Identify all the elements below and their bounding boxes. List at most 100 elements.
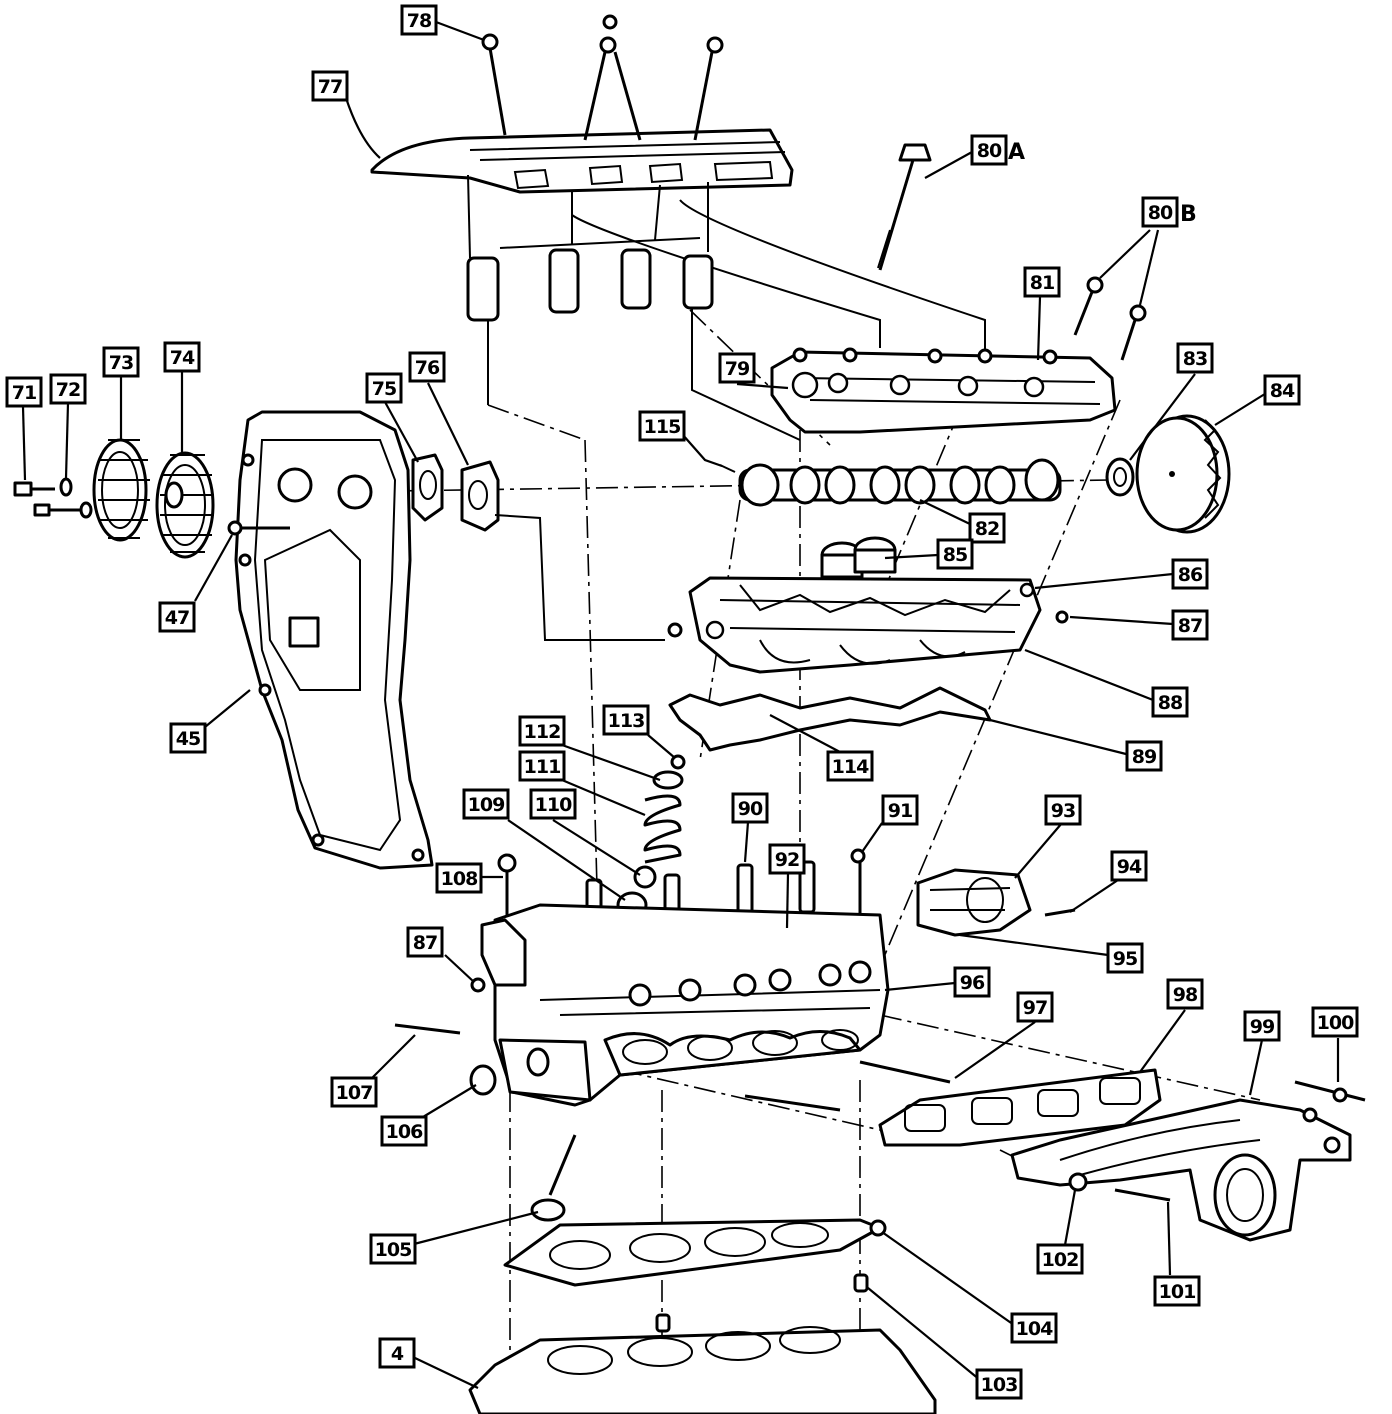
- svg-text:80: 80: [977, 140, 1002, 162]
- callout-83: 83: [1176, 342, 1214, 374]
- sprocket-bolt-and-washer: [13, 477, 93, 519]
- svg-text:92: 92: [775, 849, 799, 871]
- camshaft-seal-and-pulley: [1105, 414, 1231, 534]
- timing-belt-cover: [234, 410, 434, 870]
- callout-81: 81: [1023, 266, 1061, 298]
- svg-text:104: 104: [1016, 1318, 1053, 1340]
- dowel-pins: [655, 1273, 869, 1333]
- svg-text:99: 99: [1250, 1016, 1274, 1038]
- head-bolts: [497, 848, 866, 975]
- svg-text:98: 98: [1173, 984, 1198, 1006]
- callout-84: 84: [1263, 374, 1301, 406]
- callout-113: 113: [602, 704, 650, 736]
- svg-text:75: 75: [372, 378, 396, 400]
- svg-text:73: 73: [109, 352, 133, 374]
- callout-86: 86: [1171, 558, 1209, 590]
- callout-101: 101: [1153, 1275, 1201, 1307]
- manifold-studs: [394, 1023, 951, 1112]
- cover-bolt-47: [227, 520, 290, 536]
- svg-text:72: 72: [56, 379, 80, 401]
- cup-plug: [469, 1064, 497, 1096]
- callout-91: 91: [881, 794, 919, 826]
- callout-93: 93: [1044, 794, 1082, 826]
- callout-109: 109: [462, 788, 510, 820]
- svg-text:110: 110: [535, 794, 572, 816]
- callout-103: 103: [975, 1368, 1023, 1400]
- svg-text:100: 100: [1317, 1012, 1354, 1034]
- callout-96: 96: [953, 966, 991, 998]
- svg-text:108: 108: [441, 868, 478, 890]
- exhaust-manifold-gasket: [878, 1068, 1162, 1147]
- svg-text:79: 79: [725, 358, 749, 380]
- callout-85: 85: [936, 538, 974, 570]
- bolts-80b: [1073, 276, 1147, 361]
- svg-text:B: B: [1180, 202, 1197, 227]
- svg-text:93: 93: [1051, 800, 1075, 822]
- callout-76: 76: [408, 351, 446, 383]
- svg-text:87: 87: [1178, 615, 1202, 637]
- callout-45: 45: [169, 722, 207, 754]
- svg-text:96: 96: [960, 972, 985, 994]
- callout-110: 110: [529, 788, 577, 820]
- spark-plug-boots: [466, 248, 801, 441]
- cover-bolts: [481, 14, 724, 141]
- svg-text:81: 81: [1030, 272, 1054, 294]
- svg-text:113: 113: [608, 710, 645, 732]
- thermostat-housing: [916, 868, 1076, 937]
- callout-104: 104: [1010, 1312, 1058, 1344]
- svg-text:103: 103: [981, 1374, 1018, 1396]
- svg-text:101: 101: [1159, 1281, 1196, 1303]
- svg-text:97: 97: [1023, 997, 1047, 1019]
- camshaft-sprockets: [92, 438, 215, 559]
- svg-text:45: 45: [176, 728, 200, 750]
- head-gasket: [503, 1218, 887, 1287]
- callout-87: 87: [1171, 609, 1209, 641]
- callout-105: 105: [369, 1233, 417, 1265]
- long-bolt-80a: [877, 143, 932, 271]
- callout-111: 111: [518, 750, 566, 782]
- svg-text:115: 115: [644, 416, 681, 438]
- callout-102: 102: [1036, 1243, 1084, 1275]
- svg-text:105: 105: [375, 1239, 412, 1261]
- svg-text:74: 74: [170, 347, 195, 369]
- callout-115: 115: [638, 410, 686, 442]
- svg-text:47: 47: [165, 607, 189, 629]
- callout-4: 4: [378, 1337, 416, 1369]
- svg-text:94: 94: [1117, 856, 1142, 878]
- svg-text:91: 91: [888, 800, 912, 822]
- callout-73: 73: [102, 346, 140, 378]
- svg-text:114: 114: [832, 756, 869, 778]
- valve: [530, 1134, 577, 1222]
- callout-100: 100: [1311, 1006, 1359, 1038]
- callout-75: 75: [365, 372, 403, 404]
- svg-text:87: 87: [413, 932, 437, 954]
- callout-106: 106: [380, 1115, 428, 1147]
- callout-87-lower: 87: [406, 926, 444, 958]
- seal-plates: [411, 453, 665, 641]
- cam-housing-gasket: [668, 686, 992, 752]
- callout-97: 97: [1016, 991, 1054, 1023]
- callout-95: 95: [1106, 942, 1144, 974]
- svg-text:102: 102: [1042, 1249, 1079, 1271]
- svg-text:109: 109: [468, 794, 505, 816]
- svg-text:82: 82: [975, 518, 999, 540]
- camshaft-carrier: [770, 347, 1117, 434]
- callout-72: 72: [49, 373, 87, 405]
- svg-text:71: 71: [12, 382, 36, 404]
- callout-88: 88: [1151, 686, 1189, 718]
- manifold-fasteners: [1068, 1080, 1366, 1202]
- callout-79: 79: [718, 352, 756, 384]
- svg-text:A: A: [1008, 140, 1025, 165]
- callout-99: 99: [1243, 1010, 1281, 1042]
- svg-text:85: 85: [943, 544, 967, 566]
- callout-92: 92: [768, 843, 806, 875]
- svg-text:84: 84: [1270, 380, 1295, 402]
- camshaft: [719, 458, 1062, 507]
- svg-text:90: 90: [738, 798, 763, 820]
- callout-74: 74: [163, 341, 201, 373]
- exhaust-manifold: [1010, 1098, 1352, 1242]
- callout-112: 112: [518, 715, 566, 747]
- svg-text:95: 95: [1113, 948, 1137, 970]
